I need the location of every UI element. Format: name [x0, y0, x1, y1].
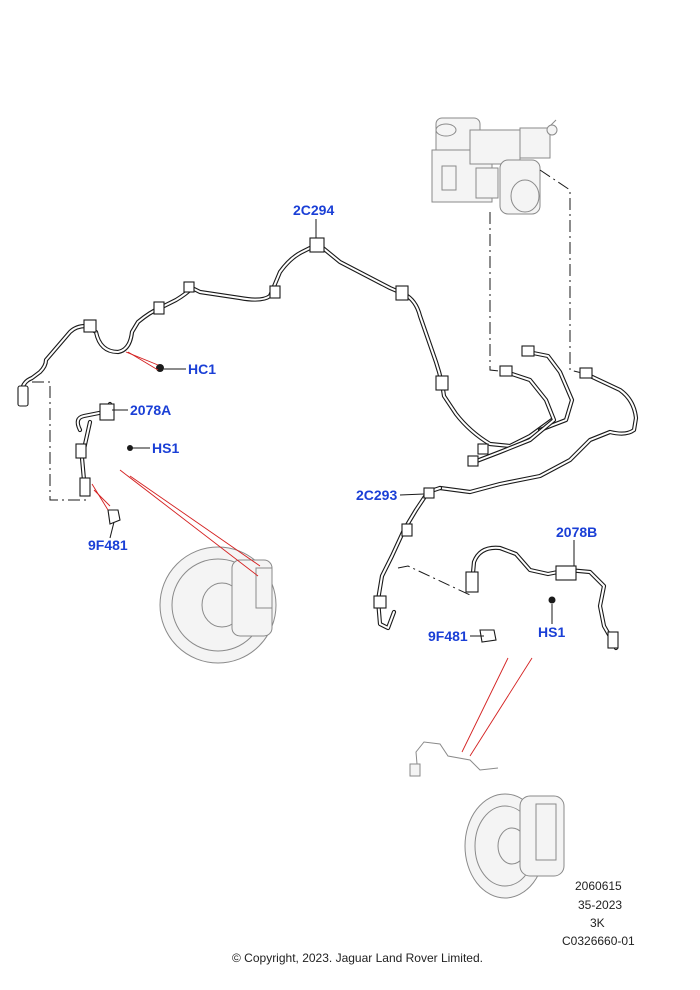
- info-line-2: 35-2023: [578, 898, 622, 912]
- leader-lines: [109, 219, 575, 637]
- callout-2078a: 2078A: [130, 402, 171, 418]
- pipe-bundle: [437, 345, 639, 495]
- abs-modulator-unit: [431, 117, 558, 215]
- callout-2078b: 2078B: [556, 524, 597, 540]
- copyright-notice: © Copyright, 2023. Jaguar Land Rover Lim…: [232, 951, 483, 965]
- front-left-hose-assembly: [75, 364, 164, 525]
- callout-9f481-left: 9F481: [88, 537, 128, 553]
- info-line-4: C0326660-01: [562, 934, 635, 948]
- callout-hc1: HC1: [188, 361, 216, 377]
- brake-pipe-upper: [17, 237, 555, 449]
- callout-hs1-left: HS1: [152, 440, 179, 456]
- callout-2c293: 2C293: [356, 487, 397, 503]
- info-line-3: 3K: [590, 916, 605, 930]
- callout-2c294: 2C294: [293, 202, 334, 218]
- front-right-brake-disc: [409, 741, 565, 899]
- reference-lines: [32, 169, 587, 596]
- callout-9f481-right: 9F481: [428, 628, 468, 644]
- callout-labels: 2C294 HC1 2078A HS1 9F481 2C293 2078B 9F…: [88, 202, 597, 644]
- front-right-hose-assembly: [465, 545, 619, 651]
- front-left-brake-disc: [159, 546, 277, 664]
- info-line-1: 2060615: [575, 879, 622, 893]
- brake-pipe-lower: [373, 485, 443, 631]
- pointer-lines: [91, 351, 533, 757]
- drawing-info-block: 2060615 35-2023 3K C0326660-01: [562, 879, 635, 948]
- callout-hs1-right: HS1: [538, 624, 565, 640]
